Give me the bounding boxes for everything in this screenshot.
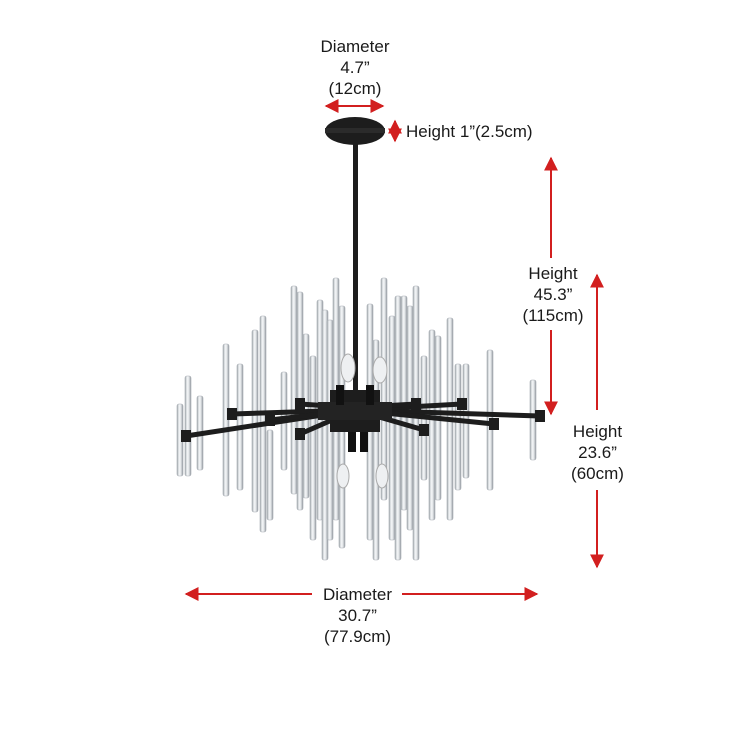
total-height-title: Height	[528, 264, 578, 283]
arm-cup	[227, 408, 237, 420]
arm-cup	[295, 398, 305, 410]
crystal-rod	[309, 355, 317, 541]
canopy-diameter-cm: (12cm)	[328, 79, 382, 98]
downrod	[353, 143, 358, 393]
crystal-rod	[388, 315, 396, 541]
dimension-arrows	[184, 99, 604, 601]
crystal-rod	[412, 285, 420, 561]
body-height-inches: 23.6”	[578, 443, 617, 462]
arm-cup	[457, 398, 467, 410]
crystal-rod	[428, 329, 436, 521]
total-height-inches: 45.3”	[533, 285, 573, 304]
canopy-height-text: Height 1”(2.5cm)	[406, 122, 533, 141]
bulb	[372, 356, 388, 384]
body-diameter-inches: 30.7”	[338, 606, 377, 625]
arm-cup	[535, 410, 545, 422]
bulb	[336, 463, 350, 489]
canopy-diameter-title: Diameter	[320, 37, 390, 56]
canopy-height-label: Height 1”(2.5cm)	[406, 121, 533, 142]
crystal-rod	[184, 375, 192, 477]
crystal-rod	[266, 429, 274, 521]
body-diameter-label: Diameter 30.7” (77.9cm)	[305, 584, 410, 647]
body-height-cm: (60cm)	[571, 464, 624, 483]
arm-cup	[411, 398, 421, 410]
bulb	[375, 463, 389, 489]
arm-cup	[419, 424, 429, 436]
crystal-rod	[251, 329, 259, 513]
arm-cup	[181, 430, 191, 442]
arm-cup	[265, 414, 275, 426]
arm-cup	[489, 418, 499, 430]
canopy-diameter-label: Diameter 4.7” (12cm)	[300, 36, 410, 99]
total-height-label: Height 45.3” (115cm)	[503, 263, 603, 326]
bulb	[340, 353, 356, 383]
crystal-rod	[290, 285, 298, 495]
canopy	[325, 117, 385, 145]
crystal-rod	[454, 363, 462, 491]
body-diameter-cm: (77.9cm)	[323, 627, 392, 646]
body-height-label: Height 23.6” (60cm)	[555, 421, 640, 484]
body-height-title: Height	[572, 422, 623, 441]
crystal-rod	[380, 277, 388, 501]
crystal-rod	[394, 295, 402, 561]
center-hub	[318, 353, 392, 489]
body-diameter-title: Diameter	[323, 585, 392, 604]
arm-cup	[295, 428, 305, 440]
canopy-diameter-inches: 4.7”	[340, 58, 370, 77]
total-height-cm: (115cm)	[522, 306, 584, 325]
